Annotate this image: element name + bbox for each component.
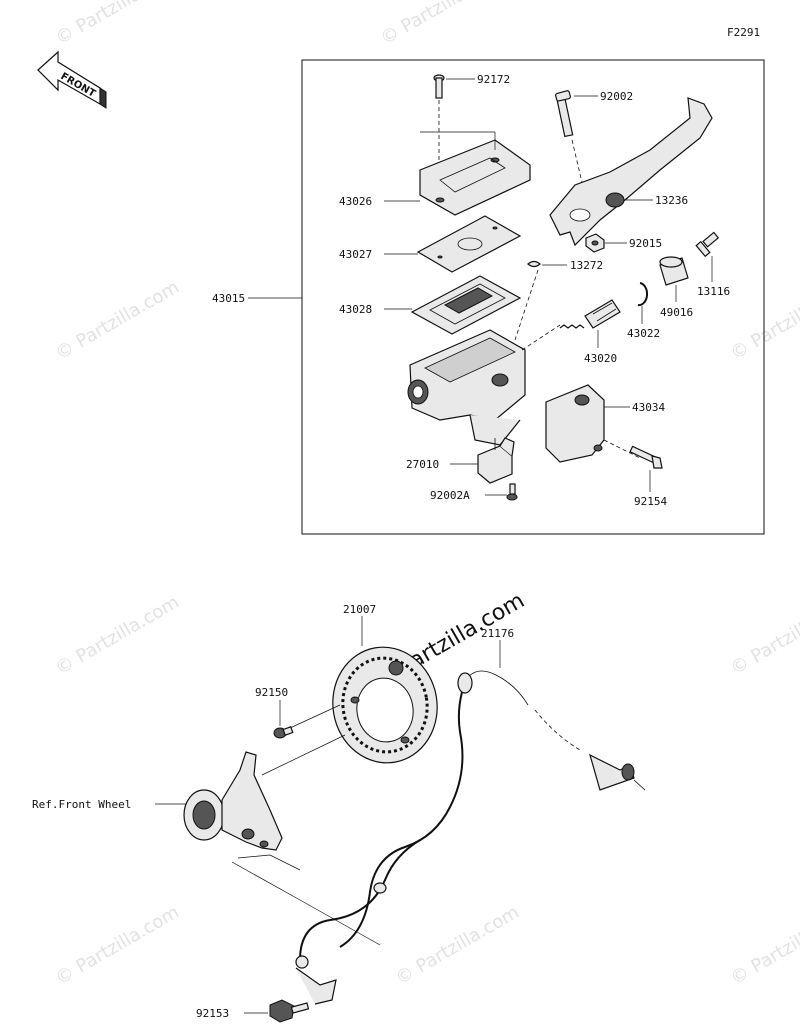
assembly-frame	[301, 59, 765, 535]
label-27010: 27010	[406, 458, 439, 471]
watermark: © Partzilla.com	[727, 902, 800, 990]
diagram-code: F2291	[727, 26, 760, 39]
circlip-43022	[637, 282, 649, 307]
bolt-92153	[269, 999, 310, 1023]
watermark: © Partzilla.com	[392, 902, 523, 990]
label-92150: 92150	[255, 686, 288, 699]
sensor-cable-routing	[295, 839, 421, 1005]
reservoir-cap-43026	[419, 139, 531, 216]
label-13272: 13272	[570, 259, 603, 272]
diaphragm-43028	[410, 275, 522, 335]
label-43034: 43034	[632, 401, 665, 414]
label-13116: 13116	[697, 285, 730, 298]
label-ref-front-wheel: Ref.Front Wheel	[32, 798, 131, 811]
nut-92015	[585, 233, 605, 253]
master-cylinder-body	[407, 324, 561, 446]
clamp-43034	[545, 384, 641, 463]
label-92172: 92172	[477, 73, 510, 86]
front-arrow-icon: FRONT	[37, 50, 107, 109]
label-92002: 92002	[600, 90, 633, 103]
label-43028: 43028	[339, 303, 372, 316]
watermark: © Partzilla.com	[52, 0, 183, 49]
label-92153: 92153	[196, 1007, 229, 1020]
label-21007: 21007	[343, 603, 376, 616]
screw-92172	[433, 74, 445, 170]
label-43026: 43026	[339, 195, 372, 208]
bolt-92150	[273, 726, 294, 739]
switch-27010	[477, 437, 515, 484]
watermark: © Partzilla.com	[727, 592, 800, 680]
label-43027: 43027	[339, 248, 372, 261]
label-92154: 92154	[634, 495, 667, 508]
watermark: © Partzilla.com	[52, 902, 183, 990]
bushing-49016	[659, 256, 689, 286]
screw-92002A	[506, 483, 518, 501]
pivot-bolt-92002	[555, 90, 586, 196]
watermark: © Partzilla.com	[377, 0, 508, 49]
label-49016: 49016	[660, 306, 693, 319]
sensor-rotor-21007	[332, 646, 438, 764]
label-13236: 13236	[655, 194, 688, 207]
label-92002A: 92002A	[430, 489, 470, 502]
clip-13272	[514, 260, 541, 341]
label-43020: 43020	[584, 352, 617, 365]
label-43015: 43015	[212, 292, 245, 305]
pin-13116	[695, 231, 720, 258]
label-21176: 21176	[481, 627, 514, 640]
piston-kit-43020	[559, 299, 621, 329]
bolt-92154	[629, 445, 663, 469]
brake-lever-13236	[549, 97, 713, 247]
plate-43027	[416, 215, 522, 273]
label-43022: 43022	[627, 327, 660, 340]
label-92015: 92015	[629, 237, 662, 250]
watermark: © Partzilla.com	[52, 592, 183, 680]
watermark: © Partzilla.com	[52, 277, 183, 365]
front-wheel-hub	[183, 751, 283, 851]
